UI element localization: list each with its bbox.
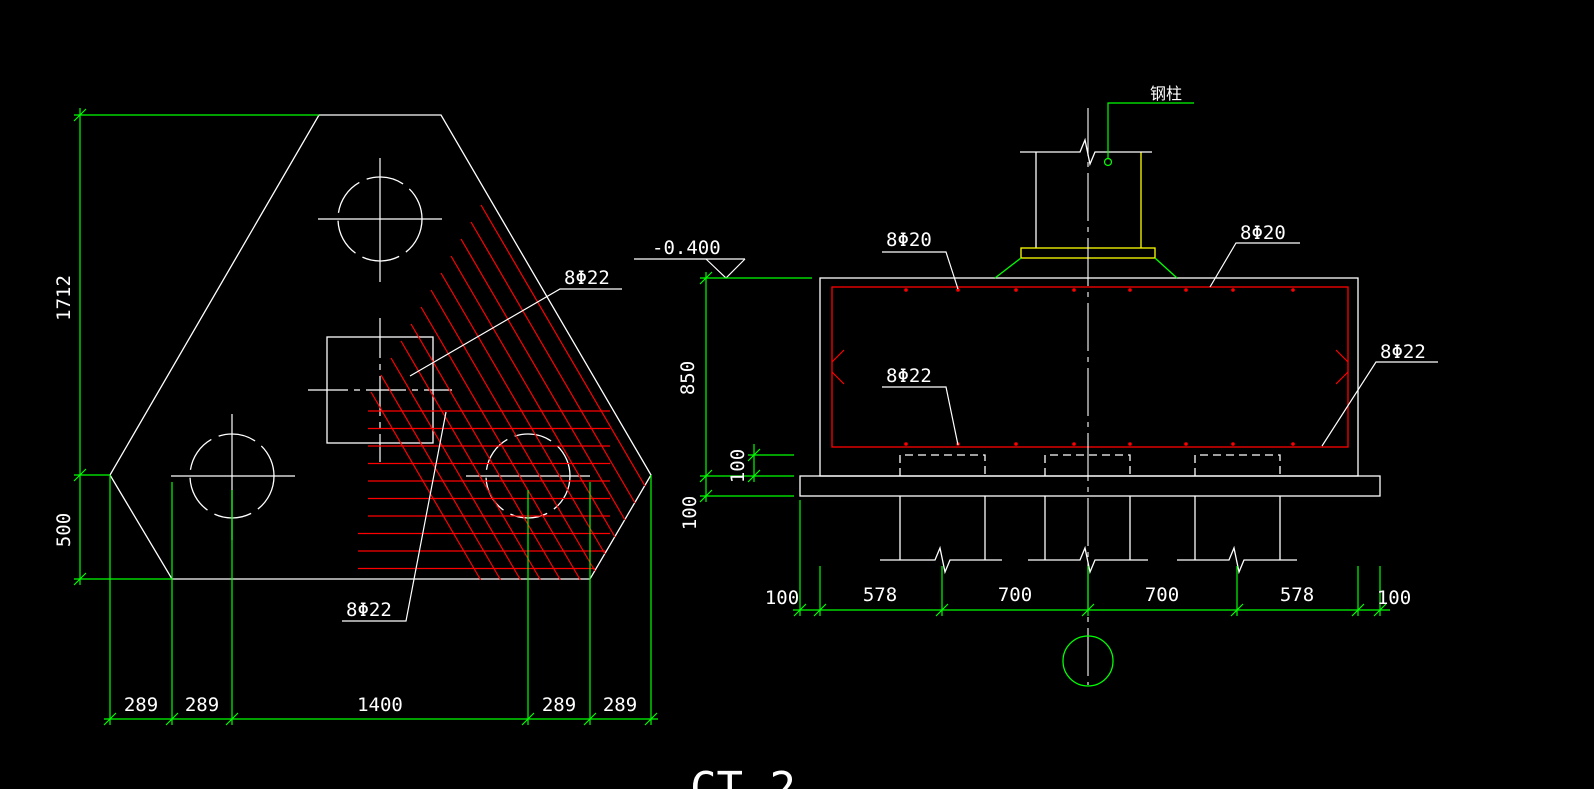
plan-dim-bottom-4: 289 — [542, 694, 576, 716]
elevation-marker — [634, 258, 746, 279]
bar-dot-bottom — [1231, 442, 1235, 446]
plan-dim-bottom-5: 289 — [603, 694, 637, 716]
plan-dim-horizontal — [103, 475, 658, 726]
section-rebar-hooks — [831, 349, 1349, 385]
label-side-bars-right: 8Φ22 — [1380, 341, 1426, 363]
plan-leader-upper — [409, 288, 622, 377]
section-dim-100-lower: 100 — [679, 496, 701, 530]
rebar-diagonal — [410, 323, 561, 581]
section-dim-bottom-3: 700 — [998, 584, 1032, 606]
drawing-title: CT-2 — [690, 763, 796, 789]
rebar-diagonal — [380, 374, 502, 581]
section-piles — [880, 454, 1297, 575]
rebar-diagonal — [430, 289, 596, 572]
leader-mid-left — [882, 386, 959, 446]
section-steel-column — [994, 137, 1178, 279]
elevation-label: -0.400 — [652, 237, 721, 259]
section-dim-horizontal — [793, 500, 1390, 617]
section-rebar-cage — [831, 286, 1349, 448]
bar-dot-top — [1014, 288, 1018, 292]
rebar-diagonal — [450, 255, 616, 538]
plan-dim-bottom-1: 289 — [124, 694, 158, 716]
plan-dim-500: 500 — [53, 513, 75, 547]
section-dim-vertical — [699, 271, 812, 503]
column-leader — [1103, 102, 1194, 167]
plan-rebar-label-lower: 8Φ22 — [346, 599, 392, 621]
leader-top-right — [1209, 242, 1300, 288]
bar-dot-top — [1128, 288, 1132, 292]
rebar-diagonal — [390, 357, 522, 581]
section-dim-850: 850 — [677, 361, 699, 395]
bar-dot-bottom — [1291, 442, 1295, 446]
rebar-diagonal — [440, 272, 606, 555]
leader-top-left — [882, 251, 959, 290]
bar-dot-top — [1291, 288, 1295, 292]
section-dim-bottom-5: 578 — [1280, 584, 1314, 606]
rebar-diagonal — [370, 391, 482, 581]
plan-rebar-label-upper: 8Φ22 — [564, 267, 610, 289]
pile-centerlines — [171, 158, 590, 540]
rebar-diagonal — [400, 340, 542, 581]
section-dim-bottom-6: 100 — [1377, 587, 1411, 609]
column-label: 钢柱 — [1150, 84, 1182, 103]
plan-dim-bottom-3: 1400 — [357, 694, 403, 716]
bar-dot-bottom — [1128, 442, 1132, 446]
rebar-horizontal-set — [358, 410, 610, 570]
section-dim-100-upper: 100 — [727, 449, 749, 483]
bar-dot-top — [904, 288, 908, 292]
label-top-bars-right: 8Φ20 — [1240, 222, 1286, 244]
section-bar-dots — [904, 288, 1295, 446]
bar-dot-bottom — [1184, 442, 1188, 446]
axis-bubble — [1062, 635, 1114, 687]
rebar-diagonal — [470, 221, 636, 504]
rebar-diagonal-set — [370, 204, 646, 581]
bar-dot-bottom — [1014, 442, 1018, 446]
rebar-diagonal — [420, 306, 581, 581]
label-top-bars-left: 8Φ20 — [886, 229, 932, 251]
plan-leader-lower — [342, 411, 447, 622]
plan-dim-vertical — [73, 108, 319, 586]
rebar-diagonal — [480, 204, 646, 487]
rebar-diagonal — [460, 238, 626, 521]
plan-view: 8Φ22 8Φ22 1712 500 — [53, 108, 658, 726]
bar-dot-top — [1184, 288, 1188, 292]
plan-dim-bottom-2: 289 — [185, 694, 219, 716]
plan-dim-1712: 1712 — [53, 275, 75, 321]
label-mid-bars-left: 8Φ22 — [886, 365, 932, 387]
section-cushion-layer — [799, 475, 1381, 497]
section-dim-bottom-2: 578 — [863, 584, 897, 606]
bar-dot-top — [956, 288, 960, 292]
bar-dot-top — [1231, 288, 1235, 292]
section-dim-bottom-1: 100 — [765, 587, 799, 609]
bar-dot-bottom — [904, 442, 908, 446]
section-dim-bottom-4: 700 — [1145, 584, 1179, 606]
section-view: 钢柱 -0.400 8Φ20 8Φ20 8Φ22 8Φ22 — [634, 84, 1438, 687]
bar-dot-top — [1072, 288, 1076, 292]
leader-side-right — [1321, 361, 1438, 447]
bar-dot-bottom — [1072, 442, 1076, 446]
